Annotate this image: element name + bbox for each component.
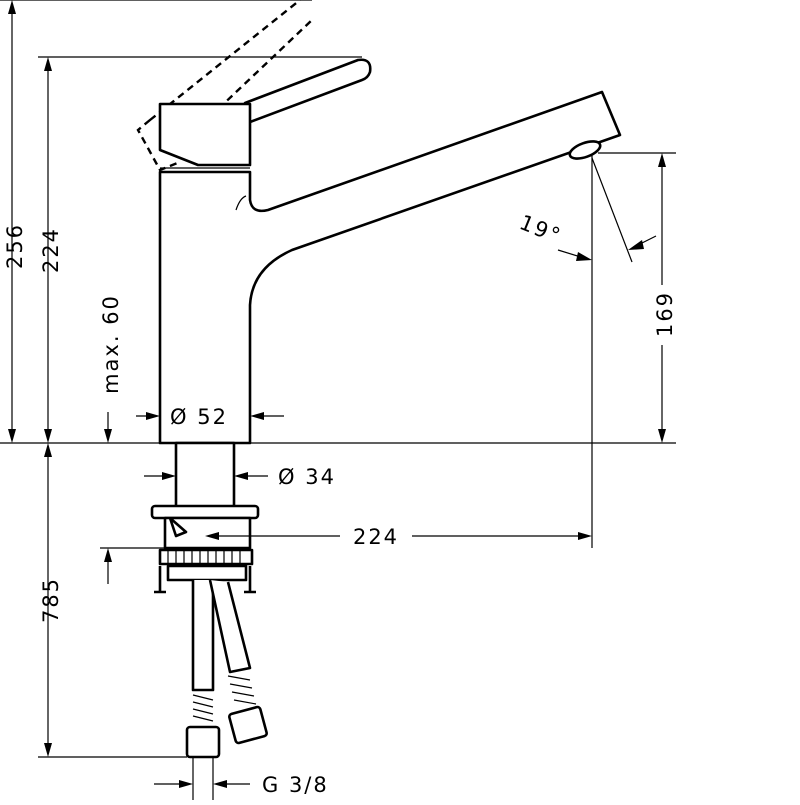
total-height-label: 256 <box>3 223 27 269</box>
connector-pipe <box>192 757 214 800</box>
mounting-assembly <box>150 441 268 800</box>
fixing-bolts <box>154 566 256 594</box>
spout-shading <box>235 195 247 211</box>
hose-braid <box>192 675 257 722</box>
max-deck-thickness-label: max. 60 <box>99 294 123 394</box>
cold-hose-fitting <box>185 725 221 759</box>
hot-hose-fitting <box>228 705 268 745</box>
dimension-lines <box>0 0 676 788</box>
outlet-height-label: 169 <box>653 291 677 337</box>
hose-length-label: 785 <box>39 577 63 623</box>
spout-and-column <box>158 90 622 445</box>
outlet-angle-line <box>591 157 633 263</box>
threaded-nut <box>158 548 254 566</box>
lever-handle <box>243 58 372 124</box>
outlet-angle-label: 19° <box>516 210 565 248</box>
shank <box>174 441 236 510</box>
spout-height-label: 224 <box>39 227 63 273</box>
nut-thread <box>167 550 241 564</box>
hot-hose <box>208 579 252 674</box>
connection-thread-label: G 3/8 <box>262 773 329 797</box>
faucet-body <box>136 0 622 445</box>
shank-diameter-label: Ø 34 <box>278 465 336 489</box>
lever-cap <box>158 102 252 167</box>
aerator <box>568 140 602 160</box>
fixing-plate <box>166 564 248 582</box>
dimension-labels: 256 224 max. 60 Ø 52 Ø 34 224 169 19° 78… <box>3 210 677 797</box>
mounting-plate <box>150 504 260 520</box>
cold-hose <box>191 580 215 692</box>
lever-open-position-outline <box>136 0 313 172</box>
clamp-bracket <box>163 516 252 550</box>
spout-reach-label: 224 <box>353 525 399 549</box>
body-diameter-label: Ø 52 <box>170 405 228 429</box>
